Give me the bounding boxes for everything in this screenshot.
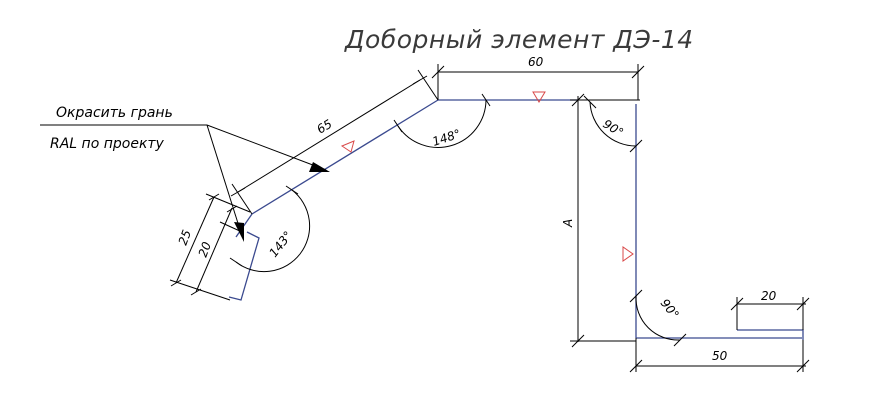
dim-ext-slope-bottom: [231, 183, 253, 215]
dim-label-flange: 20: [761, 289, 777, 303]
leader-line-1: [206, 124, 327, 171]
angle-label-90-top: 90°: [600, 117, 625, 140]
arrowhead-icon: [309, 162, 330, 172]
dim-tick: [170, 279, 182, 287]
profile-left-flange: [228, 231, 260, 301]
dim-tick: [431, 65, 445, 79]
angle-label-143: 143°: [266, 228, 295, 259]
profile-slope-segment: [251, 99, 439, 215]
dimension-lines: [169, 64, 810, 373]
dim-ext-slope-top: [417, 69, 439, 101]
paint-markers: [340, 91, 634, 262]
dim-tick: [412, 75, 428, 85]
dim-label-25: 25: [176, 228, 194, 247]
drawing-title: Доборный элемент ДЭ-14: [344, 25, 694, 54]
angle-arc-90-top: [589, 101, 637, 147]
paint-marker-triangle-icon: [532, 91, 546, 103]
dim-tick: [730, 297, 744, 311]
note-line-1: Окрасить грань: [56, 105, 173, 121]
dim-tick: [229, 257, 243, 267]
profile-outline: [228, 99, 804, 340]
dim-tick: [629, 359, 643, 373]
angle-arc-148: [397, 99, 487, 148]
angle-arc-90-bottom: [635, 295, 681, 341]
dim-tick: [226, 205, 238, 213]
dim-tick: [393, 119, 403, 133]
leader-arrowheads: [234, 162, 330, 242]
dim-tick: [673, 333, 687, 347]
arrowhead-icon: [234, 222, 244, 242]
note-leader: [40, 124, 327, 237]
dim-tick: [796, 359, 810, 373]
dim-tick: [571, 334, 585, 348]
note-line-2: RAL по проекту: [50, 136, 165, 152]
angle-arcs: [229, 93, 687, 347]
dim-tick: [285, 185, 299, 195]
dim-label-height: A: [561, 219, 575, 228]
dim-label-20: 20: [196, 240, 215, 259]
dim-tick: [629, 139, 643, 153]
dim-label-top: 60: [528, 55, 544, 69]
dim-tick: [230, 187, 246, 197]
paint-marker-triangle-icon: [340, 140, 355, 153]
leader-line-2: [206, 124, 243, 237]
angle-label-148: 148°: [431, 127, 463, 149]
dim-tick: [583, 95, 597, 109]
dim-tick: [481, 93, 491, 107]
angle-arc-143: [235, 189, 311, 273]
paint-marker-triangle-icon: [622, 246, 634, 262]
dim-line-25: [175, 196, 215, 284]
dim-line-slope: [237, 79, 421, 193]
dim-tick: [190, 288, 202, 296]
dim-tick: [796, 297, 810, 311]
angle-label-90-bottom: 90°: [658, 296, 682, 321]
dim-tick: [631, 65, 645, 79]
dim-label-bottom: 50: [712, 349, 728, 363]
dim-ext-left-top: [205, 193, 251, 213]
dim-tick: [629, 289, 643, 303]
dim-label-slope: 65: [314, 117, 334, 137]
dim-line-20: [195, 207, 233, 293]
dim-tick: [571, 93, 585, 107]
dim-tick: [208, 193, 220, 201]
